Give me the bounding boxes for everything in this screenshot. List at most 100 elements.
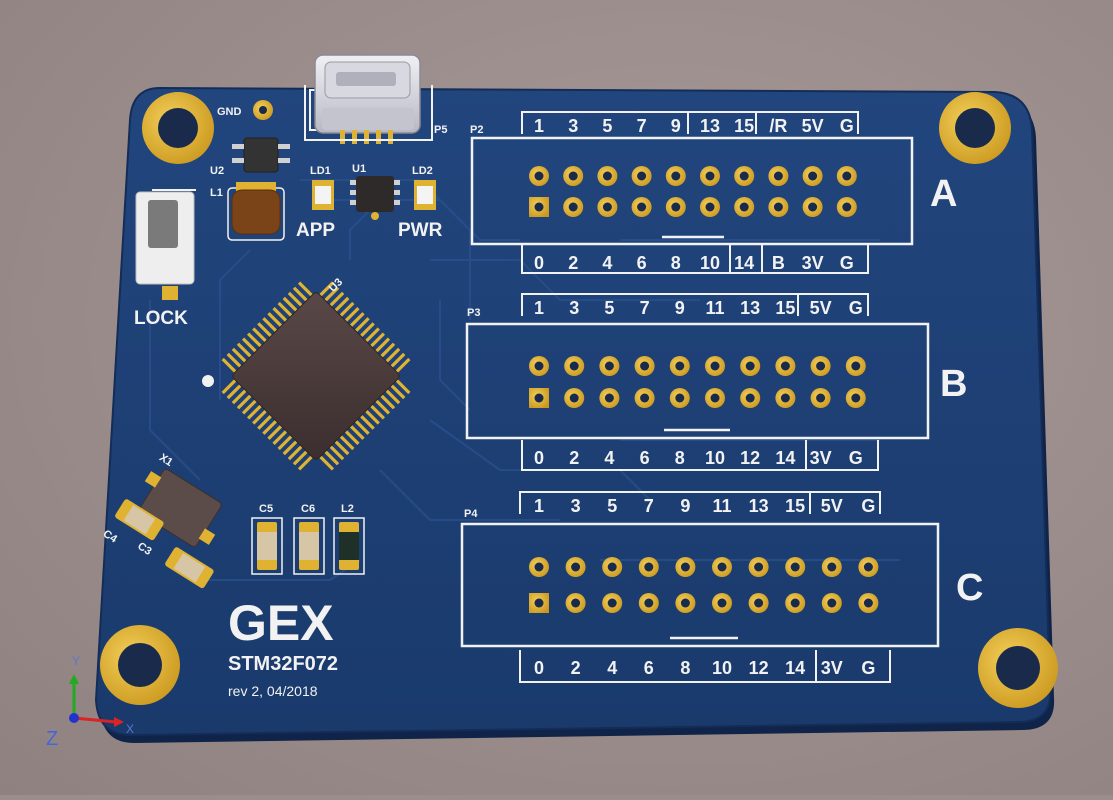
bottom-pin-label: 8: [680, 658, 690, 678]
port-letter: B: [940, 363, 967, 405]
header-designator: P2: [470, 124, 483, 136]
x-axis-label: X: [126, 722, 134, 736]
bottom-pin-label: 2: [571, 658, 581, 678]
y-axis-label: Y: [72, 654, 80, 668]
c6-label: C6: [301, 503, 315, 515]
bottom-pin-label: 14: [775, 448, 795, 468]
u2-regulator: U2: [210, 137, 290, 177]
bottom-pin-label: 8: [675, 448, 685, 468]
header-designator: P3: [467, 307, 480, 319]
bottom-pin-label: G: [840, 253, 854, 273]
bottom-pin-label: 0: [534, 658, 544, 678]
bottom-pin-label: 4: [607, 658, 617, 678]
top-pin-label: 11: [705, 298, 724, 318]
l2-inductor: L2: [333, 503, 365, 575]
top-pin-label: 13: [700, 116, 720, 136]
top-pin-label: 9: [675, 298, 685, 318]
top-pin-label: 5: [602, 116, 612, 136]
u2-label: U2: [210, 165, 224, 177]
port-letter: A: [930, 173, 957, 215]
app-label: APP: [296, 220, 335, 241]
bottom-pin-label: 14: [785, 658, 805, 678]
c6-capacitor: C6: [293, 503, 325, 575]
top-pin-label: 5: [607, 496, 617, 516]
mounting-hole-bottom-left: [100, 625, 180, 705]
u1-chip: U1: [350, 163, 400, 220]
mcu-label: STM32F072: [228, 653, 338, 675]
bottom-pin-label: 8: [671, 253, 681, 273]
u3-mcu: [221, 281, 411, 471]
top-pin-label: 15: [734, 116, 754, 136]
l2-label: L2: [341, 503, 354, 515]
top-pin-label: 5V: [810, 298, 832, 318]
top-pin-label: G: [840, 116, 854, 136]
top-pin-label: G: [849, 298, 863, 318]
l1-inductor: L1: [210, 182, 285, 241]
ld1-app-led: LD1 APP: [296, 165, 335, 241]
mounting-hole-bottom-right: [978, 628, 1058, 708]
port-letter: C: [956, 567, 983, 609]
top-pin-label: 3: [569, 298, 579, 318]
top-pin-label: 1: [534, 116, 544, 136]
header-outline-c: [460, 522, 940, 648]
mounting-hole-top-left: [142, 92, 214, 164]
p5-label: P5: [434, 124, 447, 136]
bottom-pin-label: 6: [637, 253, 647, 273]
l1-label: L1: [210, 187, 223, 199]
bottom-pin-label: 4: [604, 448, 614, 468]
axis-gizmo: Y X Z: [46, 654, 134, 750]
bottom-pin-label: 10: [700, 253, 720, 273]
top-pin-label: 11: [712, 496, 731, 516]
top-pin-label: 7: [644, 496, 654, 516]
top-pin-label: 7: [640, 298, 650, 318]
lock-label: LOCK: [134, 308, 188, 329]
header-designator: P4: [464, 508, 478, 520]
gnd-test-pad: GND: [217, 100, 273, 120]
bottom-pin-label: G: [849, 448, 863, 468]
top-pin-label: 9: [680, 496, 690, 516]
x1-crystal: X1: [138, 452, 222, 548]
bottom-pin-label: 12: [740, 448, 760, 468]
bottom-pin-label: 4: [602, 253, 612, 273]
board-title: GEX: [228, 595, 334, 651]
bottom-pin-label: G: [861, 658, 875, 678]
bottom-pin-label: 3V: [821, 658, 843, 678]
header-outline-a: [470, 136, 914, 246]
header-outline-b: [465, 322, 930, 440]
bottom-pin-label: 0: [534, 253, 544, 273]
bottom-pin-label: 0: [534, 448, 544, 468]
top-pin-label: 1: [534, 298, 544, 318]
top-pin-label: 7: [637, 116, 647, 136]
top-pin-label: 5: [604, 298, 614, 318]
pin1-dot: [202, 375, 214, 387]
lock-switch: LOCK: [134, 189, 196, 329]
c5-capacitor: C5: [251, 503, 283, 575]
top-pin-label: 13: [749, 496, 769, 516]
mounting-hole-top-right: [939, 92, 1011, 164]
c5-label: C5: [259, 503, 273, 515]
bottom-pin-label: 3V: [810, 448, 832, 468]
top-pin-label: 15: [785, 496, 805, 516]
top-pin-label: G: [861, 496, 875, 516]
ld1-label: LD1: [310, 165, 331, 177]
ld2-label: LD2: [412, 165, 433, 177]
top-pin-label: 5V: [802, 116, 824, 136]
bottom-pin-label: 2: [569, 448, 579, 468]
ld2-power-led: LD2 PWR: [398, 165, 443, 241]
bottom-pin-label: 10: [705, 448, 725, 468]
top-pin-label: 1: [534, 496, 544, 516]
bottom-pin-label: 10: [712, 658, 732, 678]
gnd-label: GND: [217, 106, 242, 118]
bottom-pin-label: B: [772, 253, 785, 273]
revision-label: rev 2, 04/2018: [228, 683, 318, 699]
top-pin-label: 9: [671, 116, 681, 136]
pcb-board: [94, 86, 1055, 743]
u1-label: U1: [352, 163, 366, 175]
top-pin-label: /R: [769, 116, 787, 136]
usb-connector: P5: [304, 54, 447, 144]
